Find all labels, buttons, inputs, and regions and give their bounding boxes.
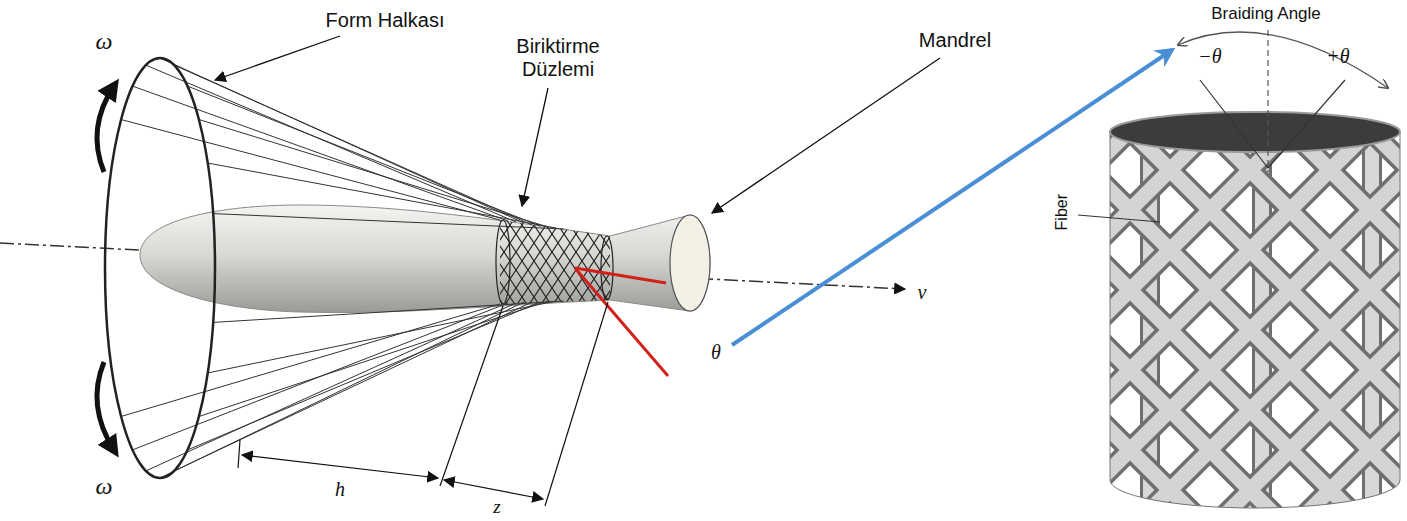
angle-line [575, 268, 668, 376]
angular-speed-symbol: ω [96, 28, 113, 56]
angle-symbol: +θ [1326, 45, 1349, 68]
mandrel-end-face [670, 215, 710, 311]
rotation-arrow [97, 362, 114, 450]
yarn-lines-part [208, 163, 556, 228]
angular-speed-symbol: ω [96, 473, 113, 501]
angle-line [1268, 80, 1345, 168]
part-label: Mandrel [919, 29, 991, 52]
leader-line [1078, 215, 1160, 222]
leader-line [522, 88, 548, 206]
yarn-lines-part [213, 214, 564, 229]
braided-tube [730, 130, 1407, 520]
braided-tube-part [730, 130, 1407, 520]
fell-ring [601, 236, 613, 300]
dimension-label: h [335, 478, 345, 501]
angle-symbol: −θ [1198, 45, 1221, 68]
tube-top [1110, 112, 1400, 152]
dimension-lines-part [545, 302, 608, 506]
dimension-lines-part [440, 306, 503, 486]
tube-outline [1110, 132, 1400, 508]
yarn-lines-part [213, 301, 564, 322]
part-label: Biriktirme Düzlemi [483, 35, 633, 81]
forming-ring [105, 58, 215, 478]
dimension-lines-part [242, 455, 438, 478]
part-label: Form Halkası [326, 9, 445, 32]
yarn-lines [121, 58, 564, 478]
velocity-symbol: v [918, 281, 927, 304]
yarn-lines-part [146, 303, 516, 471]
angle-arc [1178, 32, 1388, 88]
figure-title: Braiding Angle [1211, 4, 1321, 24]
dimension-lines [238, 302, 608, 506]
angle-symbol: θ [711, 341, 721, 364]
yarn-lines-part [133, 86, 509, 221]
dimension-label: z [493, 496, 500, 518]
yarn-lines-part [121, 304, 500, 417]
zoom-arrow [732, 50, 1172, 345]
angle-line [575, 268, 666, 283]
mandrel-body [140, 205, 710, 313]
yarn-lines-part [188, 302, 541, 450]
deposition-ring [496, 220, 510, 304]
rotation-arrow [97, 86, 114, 172]
yarn-lines-part [199, 120, 548, 228]
braided-tube-part [730, 130, 1407, 520]
leader-line [712, 58, 940, 213]
dimension-lines-part [238, 440, 240, 468]
tube-axis [1267, 30, 1268, 172]
angle-line [1200, 80, 1268, 168]
yarn-lines-part [199, 301, 548, 417]
leader-line [215, 36, 340, 80]
yarn-lines-part [188, 86, 541, 226]
part-label: Fiber [1053, 194, 1071, 230]
